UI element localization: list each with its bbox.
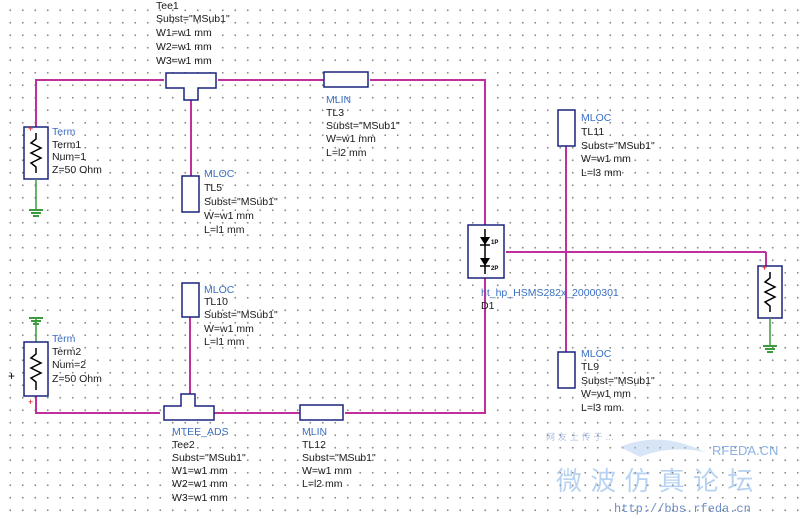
tl9-symbol[interactable] (557, 351, 576, 389)
tl5-type: MLOC (204, 168, 235, 180)
tl3-type: MLIN (326, 94, 351, 106)
tl11-symbol[interactable] (557, 109, 576, 147)
tl5-w: W=w1 mm (204, 210, 254, 222)
watermark-brand: RFEDA.CN (712, 443, 778, 458)
d1-pin2-label: 2P (491, 266, 498, 272)
d1-pin1-label: 1P (491, 240, 498, 246)
svg-text:+: + (762, 263, 767, 273)
tl9-w: W=w1 mm (581, 388, 631, 400)
tl5-subst: Subst="MSub1" (204, 196, 278, 208)
tl10-symbol[interactable] (181, 282, 200, 318)
term1-z: Z=50 Ohm (52, 164, 102, 176)
tee2-w2: W2=w1 mm (172, 478, 228, 490)
wire-term1-tee1[interactable] (35, 79, 164, 127)
tl10-l: L=l1 mm (204, 336, 245, 348)
tl11-type: MLOC (581, 112, 612, 124)
tee1-w2: W2=w1 mm (156, 41, 212, 53)
term1-num: Num=1 (52, 151, 86, 163)
term2-num: Num=2 (52, 359, 86, 371)
tee2-type: MTEE_ADS (172, 426, 229, 438)
tee2-subst: Subst="MSub1" (172, 452, 246, 464)
tee2-symbol[interactable] (163, 393, 215, 421)
tl5-l: L=l1 mm (204, 224, 245, 236)
watermark-url: http://bbs.rfeda.cn (614, 502, 751, 516)
tee1-w3: W3=w1 mm (156, 55, 212, 67)
term2-name: Term2 (52, 346, 81, 358)
tl9-l: L=l3 mm (581, 402, 622, 414)
term3-symbol[interactable]: + (757, 263, 783, 353)
tee2-name: Tee2 (172, 439, 195, 451)
d1-symbol[interactable] (467, 224, 505, 279)
tl11-l: L=l3 mm (581, 167, 622, 179)
term1-type: Term (52, 126, 76, 138)
tl9-name: TL9 (581, 361, 599, 373)
tl3-l: L=l2 mm (326, 147, 367, 159)
tl11-w: W=w1 mm (581, 153, 631, 165)
tee1-w1: W1=w1 mm (156, 27, 212, 39)
tl9-type: MLOC (581, 348, 612, 360)
tl11-name: TL11 (581, 126, 604, 138)
tl3-w: W=w1 mm (326, 133, 376, 145)
tl12-name: TL12 (302, 439, 326, 451)
tee1-subst: Subst="MSub1" (156, 13, 230, 25)
watermark: 网 友 上 传 于 ... RFEDA.CN 微 波 仿 真 论 坛 http:… (546, 431, 778, 516)
tl10-w: W=w1 mm (204, 323, 254, 335)
watermark-line1: 网 友 上 传 于 ... (546, 431, 614, 443)
tl3-name: TL3 (326, 107, 344, 119)
tee2-w1: W1=w1 mm (172, 465, 228, 477)
term2-z: Z=50 Ohm (52, 373, 102, 385)
tee1-name: Tee1 (156, 0, 179, 12)
tl12-l: L=l2 mm (302, 478, 343, 490)
tl11-subst: Subst="MSub1" (581, 140, 655, 152)
wires (35, 79, 767, 414)
watermark-chinese: 微 波 仿 真 论 坛 (556, 467, 753, 497)
wire-tl3-d1[interactable] (370, 79, 486, 225)
tl12-subst: Subst="MSub1" (302, 452, 376, 464)
cursor-cross-icon: + (8, 369, 15, 383)
tl5-symbol[interactable] (181, 175, 200, 213)
watermark-wing-icon (620, 439, 705, 457)
svg-text:+: + (28, 124, 33, 134)
tl10-subst: Subst="MSub1" (204, 309, 278, 321)
tl12-w: W=w1 mm (302, 465, 352, 477)
tl10-name: TL10 (204, 296, 228, 308)
term1-symbol[interactable]: + (23, 124, 49, 217)
d1-type: ht_hp_HSMS282x_20000301 (481, 287, 619, 299)
d1-name: D1 (481, 300, 495, 312)
wire-term2-tee2[interactable] (35, 396, 160, 414)
tl12-symbol[interactable] (299, 404, 344, 421)
tee2-w3: W3=w1 mm (172, 492, 228, 504)
tl10-type: MLOC (204, 284, 235, 296)
tl3-subst: Subst="MSub1" (326, 120, 400, 132)
tl12-type: MLIN (302, 426, 327, 438)
tee1-symbol[interactable] (165, 72, 217, 101)
tl5-name: TL5 (204, 182, 222, 194)
term2-type: Term (52, 333, 76, 345)
wire-tl12-d1[interactable] (345, 278, 486, 414)
tl9-subst: Subst="MSub1" (581, 375, 655, 387)
term2-symbol[interactable]: + (23, 317, 49, 407)
term1-name: Term1 (52, 139, 81, 151)
tl3-symbol[interactable] (323, 71, 369, 88)
svg-text:+: + (28, 397, 33, 407)
